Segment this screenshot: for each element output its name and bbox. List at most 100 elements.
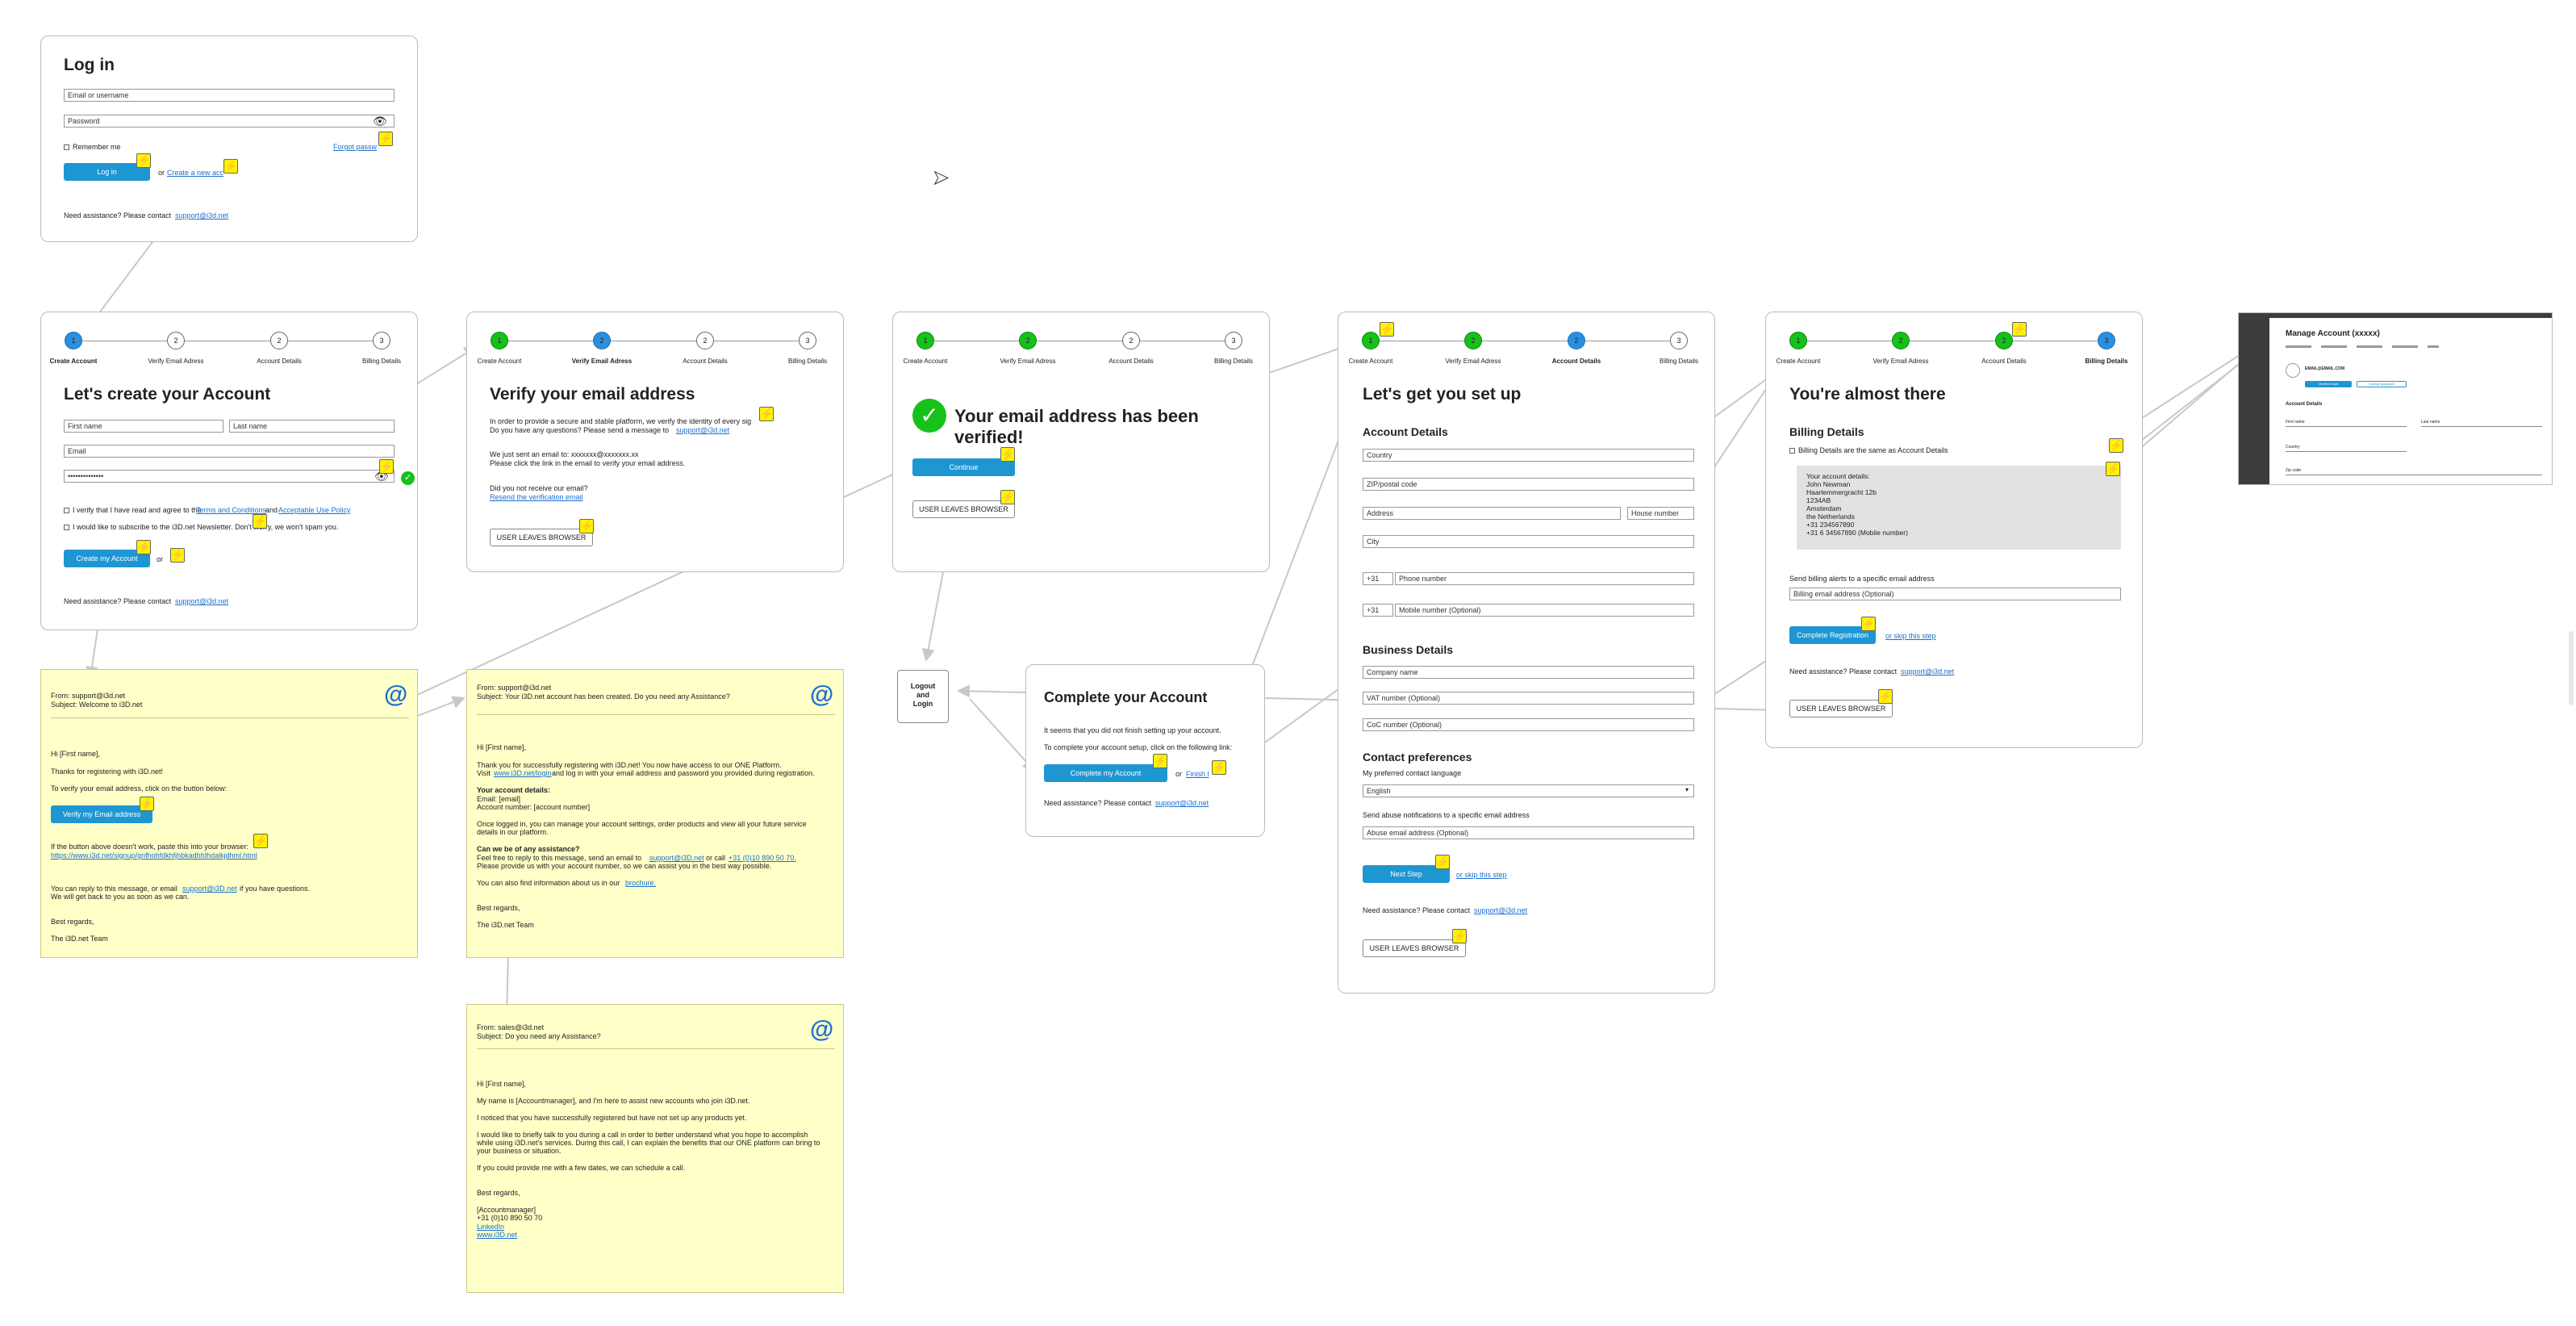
last-name-field[interactable]: [2421, 426, 2542, 427]
email-from: From: support@i3d.net: [51, 692, 126, 700]
email-line: Thank you for successfully registering w…: [477, 761, 782, 769]
support-link[interactable]: support@i3d.net: [1901, 667, 1955, 676]
complete-account-button[interactable]: Complete my Account: [1044, 764, 1167, 782]
step-1: 1: [1362, 332, 1380, 349]
city-input[interactable]: City: [1363, 535, 1694, 548]
verified-email-badge[interactable]: Verified email: [2305, 381, 2352, 387]
lightning-bolt-icon: ⚡: [253, 834, 268, 848]
finish-link[interactable]: Finish l: [1186, 770, 1209, 778]
skip-step-link[interactable]: or skip this step: [1456, 871, 1507, 879]
first-name-input[interactable]: First name: [64, 420, 223, 433]
mobile-prefix-select[interactable]: +31: [1363, 604, 1393, 617]
email-line: or call: [706, 854, 726, 862]
agree-checkbox[interactable]: [64, 508, 69, 513]
vat-input[interactable]: VAT number (Optional): [1363, 692, 1694, 705]
email-line: I would like to briefly talk to you duri…: [477, 1131, 808, 1139]
first-name-field[interactable]: [2286, 426, 2407, 427]
scrollbar-thumb[interactable]: [2569, 631, 2574, 705]
support-link[interactable]: support@i3d.net: [175, 597, 229, 605]
next-step-button[interactable]: Next Step: [1363, 865, 1450, 883]
aup-link[interactable]: Acceptable Use Policy: [278, 506, 351, 514]
user-leaves-browser-button[interactable]: USER LEAVES BROWSER: [912, 500, 1015, 518]
create-account-link[interactable]: Create a new acc: [167, 169, 224, 177]
phone-prefix-select[interactable]: +31: [1363, 572, 1393, 585]
support-link[interactable]: support@i3d.net: [676, 426, 730, 434]
brochure-link[interactable]: brochure.: [625, 879, 657, 887]
country-field[interactable]: [2286, 451, 2407, 452]
email-line: If the button above doesn't work, paste …: [51, 843, 248, 851]
create-account-panel: 1 2 2 3 Create Account Verify Email Adre…: [40, 312, 418, 630]
password-input[interactable]: ••••••••••••••: [64, 470, 395, 483]
website-link[interactable]: www.i3D.net: [477, 1231, 518, 1239]
change-password-button[interactable]: Change password: [2357, 381, 2407, 387]
billing-email-input[interactable]: Billing email address (Optional): [1789, 588, 2121, 600]
remember-checkbox[interactable]: [64, 144, 69, 150]
email-line: The i3D.net Team: [477, 921, 534, 929]
eye-icon[interactable]: 👁: [373, 115, 387, 128]
chevron-down-icon: ▾: [1685, 786, 1689, 793]
email-from: From: sales@i3d.net: [477, 1023, 545, 1031]
password-input[interactable]: Password: [64, 115, 395, 128]
page-title: Let's get you set up: [1363, 385, 1522, 404]
mobile-input[interactable]: Mobile number (Optional): [1395, 604, 1694, 617]
logout-login-label: Logout and Login: [910, 682, 936, 708]
contact-preferences-heading: Contact preferences: [1363, 751, 1472, 763]
billing-details-panel: 1 2 2 3 ⚡ Create Account Verify Email Ad…: [1765, 312, 2143, 748]
abuse-email-input[interactable]: Abuse email address (Optional): [1363, 826, 1694, 839]
support-link[interactable]: support@i3d.net: [175, 211, 229, 220]
verify-email-button[interactable]: Verify my Email address: [51, 805, 152, 823]
language-select[interactable]: English: [1363, 784, 1694, 797]
account-setup-panel: 1 2 2 3 ⚡ Create Account Verify Email Ad…: [1338, 312, 1715, 993]
user-leaves-browser-button[interactable]: USER LEAVES BROWSER: [1363, 939, 1466, 957]
tab-bar[interactable]: [2286, 345, 2439, 348]
step-3-label: Account Details: [1551, 358, 1601, 365]
page-title: Verify your email address: [490, 385, 695, 404]
support-link[interactable]: support@i3d.net: [1155, 799, 1209, 807]
login-button[interactable]: Log in: [64, 163, 150, 181]
zip-input[interactable]: ZIP/postal code: [1363, 478, 1694, 491]
login-link[interactable]: www.i3D.net/login: [494, 769, 552, 777]
same-as-account-checkbox[interactable]: [1789, 448, 1795, 454]
address-input[interactable]: Address: [1363, 507, 1621, 520]
page-title: You're almost there: [1789, 385, 1946, 404]
email-line: your business or situation.: [477, 1147, 562, 1155]
lightning-bolt-icon: ⚡: [1153, 754, 1167, 768]
last-name-input[interactable]: Last name: [229, 420, 395, 433]
email-line: Please provide us with your account numb…: [477, 862, 772, 870]
linkedin-link[interactable]: LinkedIn: [477, 1223, 505, 1231]
forgot-password-link[interactable]: Forgot passw: [333, 143, 378, 151]
step-2: 2: [1892, 332, 1910, 349]
complete-registration-button[interactable]: Complete Registration: [1789, 626, 1876, 644]
or-label: or: [157, 555, 164, 563]
step-3-label: Account Details: [683, 358, 728, 365]
support-link[interactable]: support@i3d.net: [1474, 906, 1528, 914]
user-leaves-browser-button[interactable]: USER LEAVES BROWSER: [1789, 700, 1893, 717]
email-line: [Accountmanager]: [477, 1206, 536, 1214]
phone-input[interactable]: Phone number: [1395, 572, 1694, 585]
support-link[interactable]: support@i3D.net: [182, 885, 237, 893]
user-leaves-browser-button[interactable]: USER LEAVES BROWSER: [490, 529, 593, 546]
house-number-input[interactable]: House number: [1627, 507, 1694, 520]
step-1-label: Create Account: [477, 358, 522, 365]
step-1: 1: [1789, 332, 1807, 349]
step-4: 3: [799, 332, 816, 349]
phone-link[interactable]: +31 (0)10 890 50 70.: [729, 854, 796, 862]
continue-button[interactable]: Continue: [912, 458, 1015, 476]
assistance-text: Need assistance? Please contact: [64, 211, 172, 220]
email-input[interactable]: Email: [64, 445, 395, 458]
support-link[interactable]: support@i3D.net: [649, 854, 704, 862]
username-input[interactable]: Email or username: [64, 89, 395, 102]
terms-link[interactable]: Terms and Conditions: [196, 506, 267, 514]
country-input[interactable]: Country: [1363, 449, 1694, 462]
coc-input[interactable]: CoC number (Optional): [1363, 718, 1694, 731]
verification-url-link[interactable]: https://www.i3d.net/signup/gnfhohfdkhfjh…: [51, 851, 257, 860]
company-input[interactable]: Company name: [1363, 666, 1694, 679]
skip-step-link[interactable]: or skip this step: [1885, 632, 1936, 640]
lightning-bolt-icon: ⚡: [170, 548, 185, 563]
step-4-label: Billing Details: [2085, 358, 2128, 365]
resend-link[interactable]: Resend the verification email: [490, 493, 583, 501]
create-account-button[interactable]: Create my Account: [64, 550, 150, 567]
email-from: From: support@i3d.net: [477, 684, 552, 692]
newsletter-checkbox[interactable]: [64, 525, 69, 530]
top-bar: [2239, 313, 2552, 318]
